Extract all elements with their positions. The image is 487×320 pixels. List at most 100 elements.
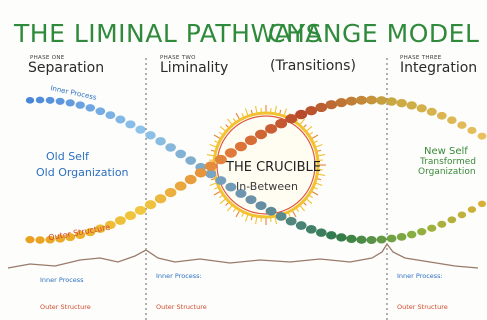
- curve-dot: [205, 169, 217, 179]
- curve-dot: [457, 211, 467, 219]
- curve-dot: [145, 131, 156, 140]
- curve-dot: [467, 206, 477, 213]
- curve-dot: [345, 96, 358, 106]
- curve-dot: [336, 233, 347, 242]
- curve-dot: [235, 189, 247, 198]
- curve-dot: [376, 235, 387, 244]
- bottom-inner-process-3: Inner Process:: [397, 272, 443, 280]
- curve-dot: [467, 126, 477, 135]
- curve-dot: [275, 118, 288, 129]
- curve-dot: [416, 104, 427, 113]
- organization-label: Organization: [418, 167, 476, 177]
- curve-dot: [244, 135, 257, 146]
- outer-structure-curve: [25, 95, 487, 244]
- curve-dot: [35, 236, 45, 244]
- curve-dot: [114, 216, 126, 225]
- curve-dot: [376, 96, 387, 105]
- transformed-label: Transformed: [420, 157, 477, 167]
- curve-dot: [326, 231, 337, 240]
- curve-dot: [447, 216, 457, 224]
- curve-dot: [365, 95, 378, 105]
- curve-dot: [45, 96, 55, 104]
- bottom-outer-structure-1: Outer Structure: [40, 303, 91, 311]
- curve-dot: [194, 168, 207, 178]
- curve-dot: [55, 97, 65, 105]
- curve-dot: [346, 234, 357, 244]
- curve-dot: [386, 97, 397, 106]
- curve-dot: [285, 114, 298, 124]
- curve-dot: [386, 234, 397, 243]
- curve-dot: [477, 200, 487, 208]
- curve-dot: [215, 176, 227, 185]
- curve-dot: [65, 99, 75, 107]
- curve-dot: [65, 233, 76, 242]
- old-self-label: Old Self: [46, 150, 89, 163]
- curve-dot: [144, 200, 157, 210]
- curve-dot: [45, 235, 55, 244]
- crucible-sun: [206, 105, 326, 225]
- title-part-1: THE LIMINAL PATHWAYS: [14, 19, 323, 48]
- curve-dot: [437, 220, 447, 228]
- curve-dot: [125, 120, 136, 129]
- curve-dot: [95, 224, 106, 234]
- curve-dot: [85, 104, 96, 112]
- curve-dot: [245, 195, 257, 205]
- inner-process-curve: [25, 96, 487, 245]
- curve-dot: [457, 121, 467, 129]
- curve-dot: [204, 161, 217, 171]
- bottom-inner-process-2: Inner Process:: [156, 272, 202, 280]
- horizon-mountain-line: [7, 242, 479, 269]
- curve-dot: [447, 116, 457, 125]
- curve-dot: [335, 98, 348, 108]
- curve-dot: [265, 124, 278, 134]
- curve-dot: [305, 105, 318, 116]
- curve-dot: [105, 111, 116, 120]
- curve-dot: [135, 125, 146, 134]
- curve-dot: [436, 111, 447, 120]
- phase-one-name: Separation: [28, 60, 105, 76]
- curve-dot: [305, 225, 317, 234]
- curve-dot: [255, 129, 268, 140]
- curve-dot: [477, 132, 487, 140]
- phase-three-small: PHASE THREE: [400, 55, 442, 61]
- curve-dot: [315, 102, 328, 113]
- curve-dot: [104, 220, 116, 230]
- curve-dot: [85, 227, 96, 237]
- sun-core: [219, 118, 313, 212]
- curve-dot: [25, 236, 35, 244]
- curve-dot: [115, 115, 126, 124]
- curve-dot: [214, 154, 227, 165]
- curve-dot: [164, 187, 177, 198]
- phase-two-small: PHASE TWO: [160, 55, 196, 61]
- phase-two-name: Liminality: [160, 60, 229, 76]
- curve-dot: [155, 137, 166, 146]
- curve-dot: [396, 98, 407, 108]
- sun-ring-inner: [216, 115, 316, 215]
- crucible-subtitle: In-Between: [236, 180, 298, 193]
- curve-dot: [356, 235, 367, 244]
- curve-dot: [185, 156, 197, 165]
- curve-dot: [154, 194, 167, 204]
- bottom-outer-structure-3: Outer Structure: [397, 303, 448, 311]
- curve-dot: [234, 141, 247, 152]
- curve-dot: [366, 235, 377, 245]
- curve-dot: [25, 96, 35, 104]
- curve-dot: [75, 101, 85, 109]
- bottom-outer-structure-2: Outer Structure: [156, 303, 207, 311]
- curve-dot: [426, 107, 437, 116]
- curve-dot: [315, 228, 327, 237]
- curve-dot: [417, 227, 427, 236]
- curve-dot: [295, 109, 308, 120]
- curve-dot: [295, 221, 307, 230]
- curve-dot: [406, 230, 417, 239]
- transitions-subtitle: (Transitions): [270, 58, 356, 74]
- bottom-inner-process-1: Inner Process: [40, 276, 84, 284]
- curve-dot: [285, 216, 297, 226]
- curve-dot: [75, 230, 86, 240]
- curve-dot: [184, 174, 197, 185]
- curve-dot: [174, 181, 187, 191]
- new-self-label: New Self: [424, 146, 468, 157]
- curve-dot: [275, 212, 287, 221]
